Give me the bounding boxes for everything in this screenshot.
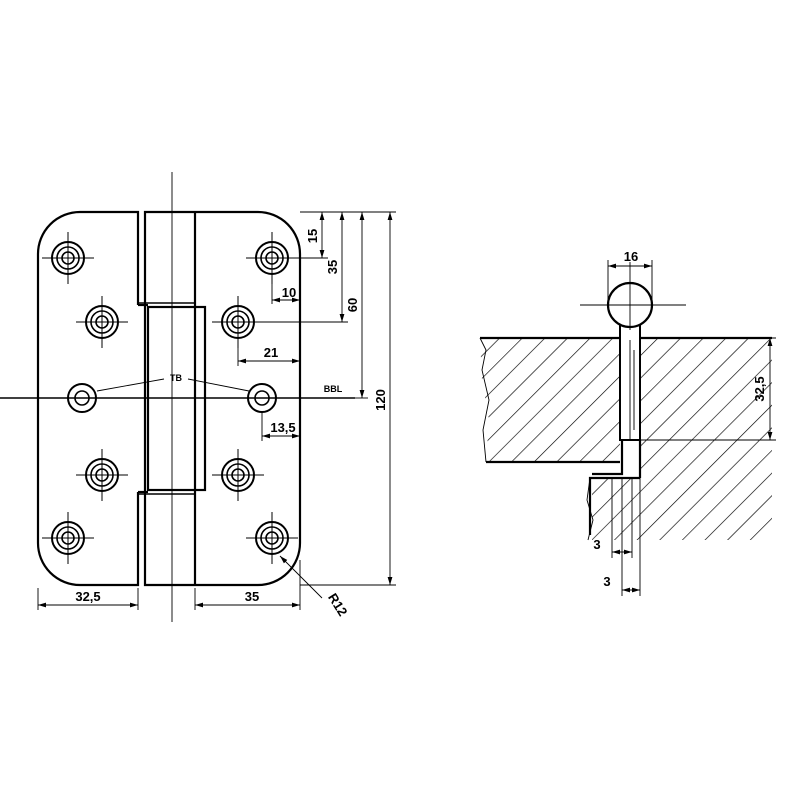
screw-hole xyxy=(41,511,95,565)
dim-120-label: 120 xyxy=(373,389,388,411)
dim-16-label: 16 xyxy=(624,249,638,264)
dim-13-5-label: 13,5 xyxy=(270,420,295,435)
frame-leaf xyxy=(592,440,642,478)
tb-leader-left xyxy=(96,378,165,392)
tb-leader-right xyxy=(187,378,250,392)
dim-32-5-label: 32,5 xyxy=(75,589,100,604)
knuckle-tongue xyxy=(146,305,207,492)
bbl-label: BBL xyxy=(324,384,343,394)
frame-break-line xyxy=(586,477,594,541)
radius-leader xyxy=(279,555,323,599)
dim-35-top-label: 35 xyxy=(325,260,340,274)
frame-section xyxy=(592,338,772,540)
dim-32-5-section-label: 32,5 xyxy=(752,376,767,401)
screw-hole xyxy=(75,448,129,502)
front-view: TB BBL 15 35 60 120 10 21 13,5 32,5 xyxy=(0,172,396,622)
dim-3-lower-label: 3 xyxy=(603,574,610,589)
dim-r12-label: R12 xyxy=(325,591,350,619)
screw-hole xyxy=(75,295,129,349)
screw-hole xyxy=(211,448,265,502)
dim-21-label: 21 xyxy=(264,345,278,360)
dim-3-upper-label: 3 xyxy=(593,537,600,552)
door-break-line xyxy=(479,337,490,463)
dim-35-bottom-label: 35 xyxy=(245,589,259,604)
dim-10-label: 10 xyxy=(282,285,296,300)
door-section xyxy=(480,338,620,462)
dim-60-label: 60 xyxy=(345,298,360,312)
right-leaf-outline xyxy=(143,210,302,587)
door-outline xyxy=(480,336,620,464)
screw-hole xyxy=(41,231,95,285)
tb-label: TB xyxy=(170,373,182,383)
dim-15-label: 15 xyxy=(305,229,320,243)
section-view: 16 32,5 3 3 xyxy=(479,249,776,596)
screw-hole xyxy=(245,511,299,565)
left-leaf-outline xyxy=(36,210,140,587)
